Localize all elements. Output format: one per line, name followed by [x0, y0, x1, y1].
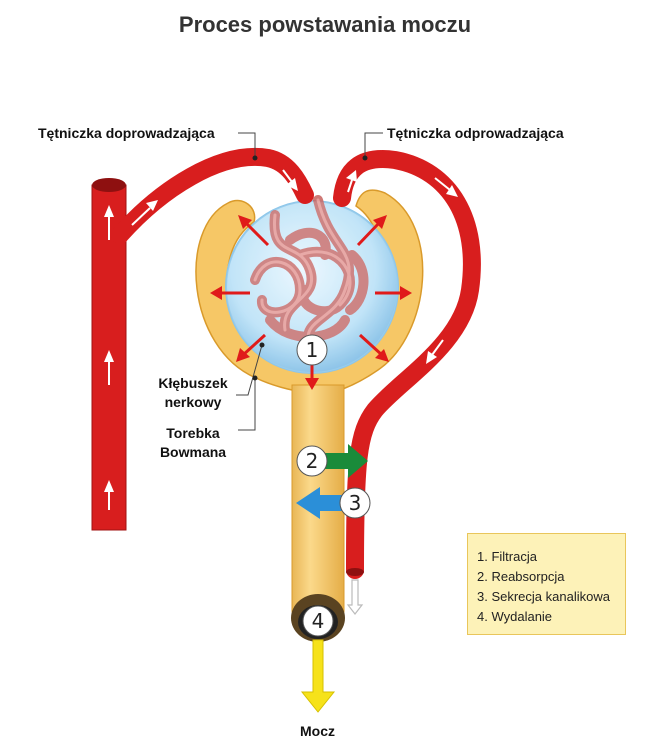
legend-box: 1. Filtracja 2. Reabsorpcja 3. Sekrecja … [467, 533, 626, 635]
label-bowman-line2: Bowmana [159, 444, 227, 460]
renal-artery [91, 178, 127, 531]
svg-text:3: 3 [349, 491, 362, 515]
legend-item-reabsorption: 2. Reabsorpcja [477, 569, 565, 584]
label-bowman-line1: Torebka [166, 425, 220, 441]
leader-lines [236, 132, 383, 431]
svg-text:2: 2 [306, 449, 319, 473]
label-glomerulus: Kłębuszek nerkowy [148, 374, 238, 412]
legend-item-secretion: 3. Sekrecja kanalikowa [477, 589, 610, 604]
legend-item-excretion: 4. Wydalanie [477, 609, 553, 624]
efferent-arteriole [333, 150, 481, 615]
filtration-arrows [210, 215, 412, 390]
label-urine: Mocz [300, 723, 335, 739]
step-marker-1: 1 [296, 334, 328, 366]
afferent-arteriole [111, 148, 314, 244]
vein-outflow-arrow [346, 579, 364, 615]
label-glomerulus-line1: Kłębuszek [158, 375, 228, 391]
diagram-title: Proces powstawania moczu [178, 12, 472, 37]
svg-text:1: 1 [306, 338, 319, 362]
step-marker-2: 2 [296, 445, 328, 477]
label-efferent-arteriole: Tętniczka odprowadzająca [387, 125, 564, 141]
label-afferent-arteriole: Tętniczka doprowadzająca [38, 125, 215, 141]
reabsorption-arrow [322, 444, 368, 478]
excretion-arrow [300, 639, 336, 713]
step-marker-4: 4 [302, 605, 334, 637]
legend-item-filtration: 1. Filtracja [477, 549, 537, 564]
secretion-arrow [296, 487, 348, 519]
svg-text:4: 4 [312, 609, 325, 633]
label-bowman-capsule: Torebka Bowmana [148, 424, 238, 462]
step-marker-3: 3 [339, 487, 371, 519]
label-glomerulus-line2: nerkowy [164, 394, 222, 410]
